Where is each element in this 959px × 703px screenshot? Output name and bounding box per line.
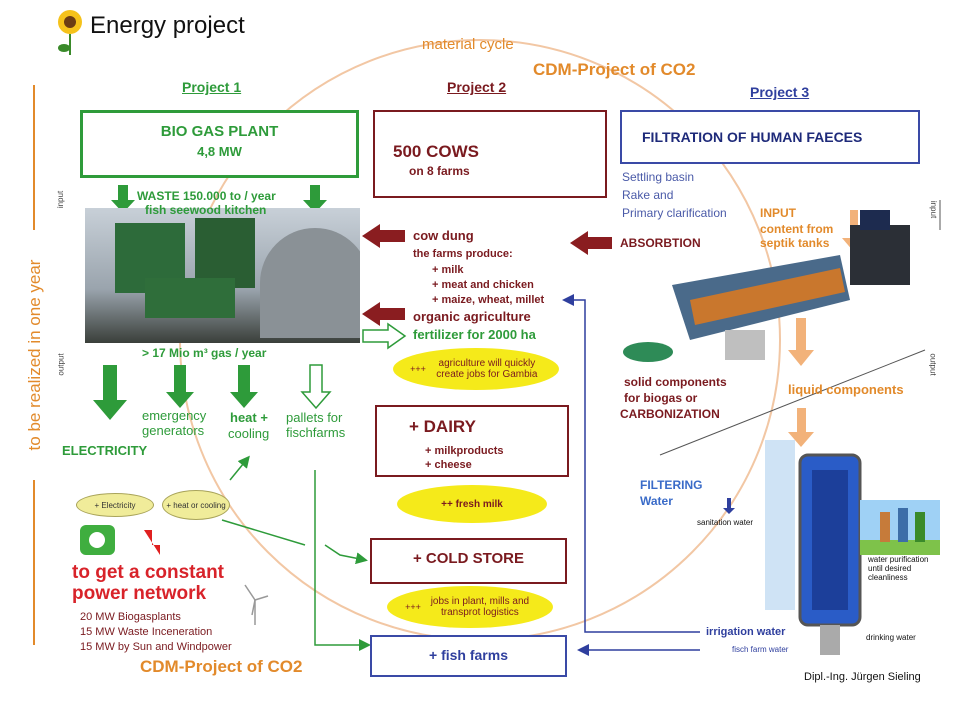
fish-farms-box: + fish farms xyxy=(370,635,567,677)
dairy-milkproducts: + milkproducts xyxy=(425,445,504,457)
power-plug-icon xyxy=(80,525,115,555)
waste-line2: fish seewood kitchen xyxy=(145,203,267,217)
author-credit: Dipl.-Ing. Jürgen Sieling xyxy=(804,671,921,683)
biogas-plant-box: BIO GAS PLANT 4,8 MW xyxy=(80,110,359,178)
organic-agriculture: organic agriculture xyxy=(413,309,531,324)
emergency-generators: emergency generators xyxy=(142,408,207,438)
dairy-title: + DAIRY xyxy=(409,417,476,436)
output-right-label: output xyxy=(928,353,938,376)
project1-heading: Project 1 xyxy=(182,79,242,95)
settling-line1: Settling basin xyxy=(622,170,695,184)
farms-produce-label: the farms produce: xyxy=(413,248,513,260)
fertilizer-label: fertilizer for 2000 ha xyxy=(413,327,536,342)
solid-line1: solid components xyxy=(624,375,727,389)
jobs-logistics-ellipse: +++ jobs in plant, mills and transprot l… xyxy=(387,586,553,628)
pill-electricity: + Electricity xyxy=(76,493,154,517)
project3-heading: Project 3 xyxy=(750,84,810,100)
irrigation-water: irrigation water xyxy=(706,626,786,638)
input-side-label: input xyxy=(56,190,66,209)
timeline-label: to be realized in one year xyxy=(25,259,44,451)
fresh-milk-ellipse: ++ fresh milk xyxy=(397,485,547,523)
biogas-plant-power: 4,8 MW xyxy=(197,144,242,159)
fisch-farm-water: fisch farm water xyxy=(732,645,789,654)
pill-heat-text: + heat or cooling xyxy=(166,500,226,510)
input-sub1: content from xyxy=(760,222,834,236)
mw-line2: 15 MW Waste Inceneration xyxy=(80,626,213,638)
cows-count: 500 COWS xyxy=(393,142,479,161)
cdm-project-top: CDM-Project of CO2 xyxy=(533,60,696,79)
filtering-line1: FILTERING xyxy=(640,478,703,492)
pill-electricity-text: + Electricity xyxy=(94,500,136,510)
jobs-logistics-plus: +++ xyxy=(405,602,421,612)
biogas-plant-title: BIO GAS PLANT xyxy=(160,123,279,140)
jobs-agriculture-text: agriculture will quickly create jobs for… xyxy=(436,358,538,380)
filtration-box: FILTRATION OF HUMAN FAECES xyxy=(620,110,920,164)
filtration-machine-illustration xyxy=(672,210,910,360)
biogas-plant-photo xyxy=(85,208,360,343)
page-title: Energy project xyxy=(90,12,245,39)
drinking-water: drinking water xyxy=(866,633,916,642)
wind-turbine-icon xyxy=(244,584,269,625)
cold-store-title: + COLD STORE xyxy=(413,550,524,567)
farmers-illustration xyxy=(860,500,940,555)
cooling-label: cooling xyxy=(228,426,270,441)
settling-line3: Primary clarification xyxy=(622,206,727,220)
output-side-label: output xyxy=(56,353,66,376)
dairy-cheese: + cheese xyxy=(425,459,472,471)
produce-milk: + milk xyxy=(432,264,464,276)
jobs-logistics-text: jobs in plant, mills and transprot logis… xyxy=(430,596,530,618)
mw-line1: 20 MW Biogasplants xyxy=(80,611,181,623)
solid-line2: for biogas or xyxy=(624,391,698,405)
filtration-title: FILTRATION OF HUMAN FAECES xyxy=(642,129,863,145)
cows-box: 500 COWS on 8 farms xyxy=(373,110,607,198)
absorption-label: ABSORBTION xyxy=(620,236,701,250)
fish-farms-title: + fish farms xyxy=(429,647,508,663)
filter-column-illustration xyxy=(765,440,862,655)
constant-power-text: to get a constant power network xyxy=(72,562,225,604)
sanitation-water: sanitation water xyxy=(697,518,754,527)
heat-label: heat + xyxy=(230,410,268,425)
purification-text: water purification until desired cleanli… xyxy=(868,555,929,582)
liquid-components: liquid components xyxy=(788,382,904,397)
cdm-project-bottom: CDM-Project of CO2 xyxy=(140,657,303,676)
material-cycle-label: material cycle xyxy=(422,36,514,53)
pill-heat: + heat or cooling xyxy=(162,490,230,520)
mw-line3: 15 MW by Sun and Windpower xyxy=(80,641,232,653)
jobs-agriculture-ellipse: +++ agriculture will quickly create jobs… xyxy=(393,348,559,390)
fresh-milk-text: ++ fresh milk xyxy=(441,498,503,510)
produce-meat: + meat and chicken xyxy=(432,279,534,291)
gas-output: > 17 Mio m³ gas / year xyxy=(142,346,267,360)
dairy-box: + DAIRY + milkproducts + cheese xyxy=(375,405,569,477)
solid-line3: CARBONIZATION xyxy=(620,407,720,421)
filtering-line2: Water xyxy=(640,494,673,508)
project2-heading: Project 2 xyxy=(447,79,507,95)
cows-farms: on 8 farms xyxy=(409,164,470,178)
input-sub2: septik tanks xyxy=(760,236,830,250)
input-right-label: input xyxy=(929,200,939,219)
jobs-agriculture-plus: +++ xyxy=(410,364,426,374)
produce-grain: + maize, wheat, millet xyxy=(432,294,545,306)
electricity-label: ELECTRICITY xyxy=(62,443,148,458)
sunflower-logo xyxy=(58,10,82,55)
input-head: INPUT xyxy=(760,206,796,220)
waste-line1: WASTE 150.000 to / year xyxy=(137,189,276,203)
pallets-label: pallets for fischfarms xyxy=(286,410,346,440)
settling-line2: Rake and xyxy=(622,188,674,202)
cold-store-box: + COLD STORE xyxy=(370,538,567,584)
cow-dung-label: cow dung xyxy=(413,228,474,243)
